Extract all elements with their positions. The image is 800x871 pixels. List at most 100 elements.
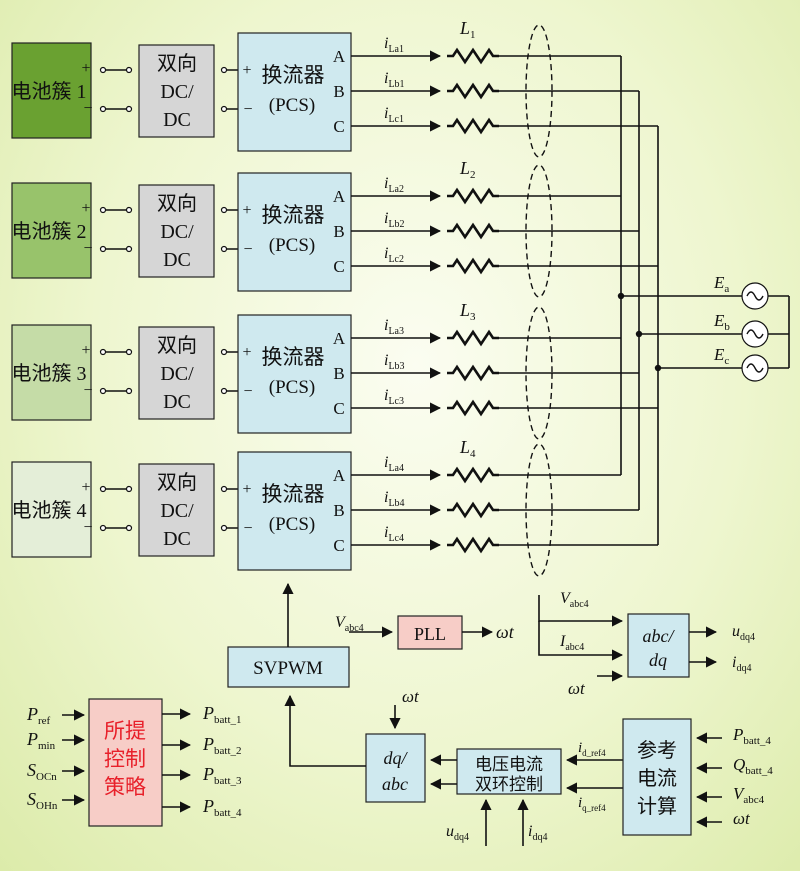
pcs-label-line1: 换流器 xyxy=(262,203,325,227)
phase-label-A: A xyxy=(333,466,346,485)
inductor-label: L2 xyxy=(459,158,476,181)
symbol-main: P xyxy=(26,729,38,749)
minus-terminal: − xyxy=(83,382,92,399)
grid-source-label: Ea xyxy=(713,273,729,295)
minus-terminal: − xyxy=(83,519,92,536)
strategy-input-label: Pmin xyxy=(26,729,56,752)
terminal-node xyxy=(125,206,133,214)
symbol-main: L xyxy=(459,18,470,38)
pcs-minus: − xyxy=(243,101,252,118)
abc-dq-line1: abc/ xyxy=(643,626,676,646)
dq-abc-box xyxy=(365,733,426,803)
dual-i-label: idq4 xyxy=(528,823,547,843)
symbol-subscript: Lb3 xyxy=(388,361,404,372)
symbol-main: i xyxy=(384,317,388,334)
symbol-main: P xyxy=(202,764,214,784)
measurement-ellipse xyxy=(525,306,553,440)
symbol-main: P xyxy=(202,734,214,754)
symbol-main: L xyxy=(459,158,470,178)
symbol-main: i xyxy=(384,352,388,369)
terminal-node xyxy=(125,66,133,74)
symbol-subscript: 3 xyxy=(470,311,476,323)
abc-dq-i-label: Iabc4 xyxy=(559,633,584,653)
abc-dq-out-i-label: idq4 xyxy=(732,654,751,674)
symbol-subscript: c xyxy=(724,355,729,367)
symbol-subscript: OHn xyxy=(36,800,58,812)
symbol-subscript: batt_4 xyxy=(214,807,242,819)
minus-terminal: − xyxy=(83,240,92,257)
battery-cluster-label: 电池簇 4 xyxy=(12,499,87,522)
converter-unit-1: 电池簇 1+−双向DC/DC+−换流器(PCS)AiLa1BiLb1CiLc1L… xyxy=(11,18,658,158)
pcs-plus: + xyxy=(242,344,251,361)
terminal-node xyxy=(220,66,228,74)
symbol-main: Q xyxy=(733,755,745,774)
phase-current-label: iLb4 xyxy=(384,489,405,509)
inductor-icon xyxy=(447,364,499,382)
pcs-plus: + xyxy=(242,202,251,219)
ref-calc-line3: 计算 xyxy=(637,795,677,818)
dcdc-label-line1: 双向 xyxy=(157,471,197,494)
symbol-main: i xyxy=(528,823,532,840)
symbol-subscript: ref xyxy=(38,715,51,727)
terminal-node xyxy=(99,105,107,113)
measurement-ellipse xyxy=(525,164,553,298)
phase-current-label: iLb3 xyxy=(384,352,405,372)
plus-terminal: + xyxy=(81,479,90,496)
symbol-subscript: Lb1 xyxy=(388,79,404,90)
inductor-icon xyxy=(447,536,499,554)
symbol-subscript: 4 xyxy=(470,448,476,460)
inductor-icon xyxy=(447,466,499,484)
dcdc-label-line3: DC xyxy=(163,249,191,271)
pcs-minus: − xyxy=(243,520,252,537)
terminal-node xyxy=(220,485,228,493)
battery-cluster-label: 电池簇 1 xyxy=(12,80,87,103)
symbol-subscript: Lb4 xyxy=(388,498,404,509)
plus-terminal: + xyxy=(81,60,90,77)
pcs-label-line2: (PCS) xyxy=(269,377,315,398)
symbol-main: i xyxy=(384,454,388,471)
symbol-main: i xyxy=(578,795,582,811)
dual-u-label: udq4 xyxy=(446,823,469,843)
pcs-label-line2: (PCS) xyxy=(269,95,315,116)
symbol-subscript: dq4 xyxy=(454,832,469,843)
terminal-node xyxy=(220,524,228,532)
sine-icon xyxy=(746,329,764,339)
dcdc-label-line2: DC/ xyxy=(160,363,194,385)
converter-unit-3: 电池簇 3+−双向DC/DC+−换流器(PCS)AiLa3BiLb3CiLc3L… xyxy=(11,300,658,440)
symbol-main: P xyxy=(202,703,214,723)
terminal-node xyxy=(99,245,107,253)
phase-current-label: iLc1 xyxy=(384,105,404,125)
pcs-plus: + xyxy=(242,62,251,79)
pcs-label-line1: 换流器 xyxy=(262,63,325,87)
inductor-icon xyxy=(447,187,499,205)
converter-unit-2: 电池簇 2+−双向DC/DC+−换流器(PCS)AiLa2BiLb2CiLc2L… xyxy=(11,158,658,298)
dual-loop-line2: 双环控制 xyxy=(475,775,543,794)
strategy-label-line1: 所提 xyxy=(104,719,146,743)
symbol-subscript: min xyxy=(38,740,56,752)
symbol-subscript: 2 xyxy=(470,169,476,181)
plus-terminal: + xyxy=(81,200,90,217)
svpwm-box xyxy=(227,646,350,688)
dcdc-label-line3: DC xyxy=(163,528,191,550)
dual-loop-line1: 电压电流 xyxy=(475,755,543,774)
phase-current-label: iLb2 xyxy=(384,210,405,230)
pcs-label-line1: 换流器 xyxy=(262,345,325,369)
symbol-main: i xyxy=(384,175,388,192)
symbol-main: I xyxy=(559,633,566,650)
terminal-node xyxy=(99,66,107,74)
pll-output-label: ωt xyxy=(496,622,515,642)
symbol-subscript: a xyxy=(724,283,729,295)
inductor-icon xyxy=(447,257,499,275)
grid-source-label: Eb xyxy=(713,311,730,333)
dq-abc-line1: dq/ xyxy=(383,748,408,768)
symbol-main: i xyxy=(384,35,388,52)
symbol-subscript: abc4 xyxy=(743,794,764,806)
symbol-subscript: OCn xyxy=(36,771,57,783)
ref-calc-input-label: Vabc4 xyxy=(733,784,765,806)
symbol-main: V xyxy=(335,614,347,631)
symbol-subscript: La4 xyxy=(388,463,404,474)
battery-cluster-box xyxy=(11,461,92,558)
pcs-label-line2: (PCS) xyxy=(269,235,315,256)
inductor-icon xyxy=(447,399,499,417)
